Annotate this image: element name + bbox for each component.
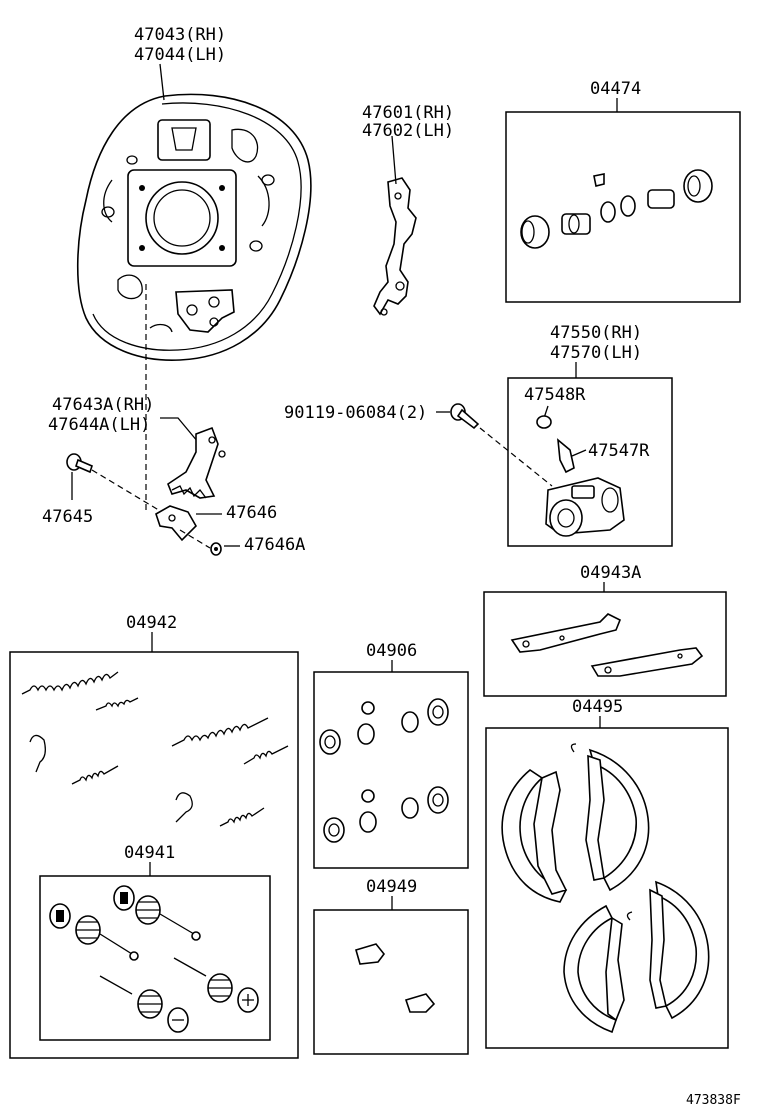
kit-04941-label: 04941 bbox=[124, 843, 175, 863]
kit-04943A-box[interactable] bbox=[483, 591, 727, 697]
adjusting-lever[interactable] bbox=[167, 426, 226, 499]
cylinder-rh-label: 47550(RH) bbox=[550, 323, 642, 343]
wheel-cylinder[interactable] bbox=[545, 477, 625, 537]
cap-label: 47548R bbox=[524, 385, 586, 405]
pin[interactable] bbox=[66, 453, 93, 474]
kit-04495-label: 04495 bbox=[572, 697, 623, 717]
figure-id: 473838F bbox=[686, 1093, 741, 1108]
kit-04942-box[interactable] bbox=[9, 651, 299, 1059]
kit-04474-label: 04474 bbox=[590, 79, 641, 99]
adj-lever-lh-label: 47644A(LH) bbox=[48, 415, 150, 435]
lever-lh-label: 47602(LH) bbox=[362, 121, 454, 141]
kit-04906-box[interactable] bbox=[313, 671, 469, 869]
backing-plate-rh-label: 47043(RH) bbox=[134, 25, 226, 45]
hold-down-parts bbox=[49, 885, 259, 1033]
bleeder-label: 47547R bbox=[588, 441, 650, 461]
bolt[interactable] bbox=[450, 403, 480, 430]
cylinder-lh-label: 47570(LH) bbox=[550, 343, 642, 363]
washer-label: 47646A bbox=[244, 535, 305, 555]
adj-plate-label: 47646 bbox=[226, 503, 277, 523]
wheel-cylinder-kit-parts bbox=[520, 169, 713, 249]
bleeder-screw[interactable] bbox=[557, 438, 575, 474]
kit-04941-box[interactable] bbox=[39, 875, 271, 1041]
parking-brake-lever[interactable] bbox=[373, 177, 417, 316]
kit-04942-label: 04942 bbox=[126, 613, 177, 633]
kit-04943A-label: 04943A bbox=[580, 563, 641, 583]
kit-04949-box[interactable] bbox=[313, 909, 469, 1055]
wheel-cylinder-box[interactable] bbox=[507, 377, 673, 547]
kit-04949-label: 04949 bbox=[366, 877, 417, 897]
kit-04474-box[interactable] bbox=[505, 111, 741, 303]
backing-plate-lh-label: 47044(LH) bbox=[134, 45, 226, 65]
strut-set bbox=[510, 613, 704, 677]
adj-lever-rh-label: 47643A(RH) bbox=[52, 395, 154, 415]
boot-parts bbox=[355, 943, 436, 1013]
kit-04906-label: 04906 bbox=[366, 641, 417, 661]
bolt-label: 90119-06084(2) bbox=[284, 403, 427, 423]
kit-04495-box[interactable] bbox=[485, 727, 729, 1049]
return-springs bbox=[21, 671, 289, 827]
pin-label: 47645 bbox=[42, 507, 93, 527]
backing-plate[interactable] bbox=[76, 93, 312, 361]
bleeder-cap[interactable] bbox=[536, 415, 552, 429]
lever-rh-label: 47601(RH) bbox=[362, 103, 454, 123]
adjusting-plate[interactable] bbox=[155, 505, 197, 542]
cylinder-cup-kit-parts bbox=[319, 698, 449, 843]
brake-shoes bbox=[501, 743, 710, 1034]
